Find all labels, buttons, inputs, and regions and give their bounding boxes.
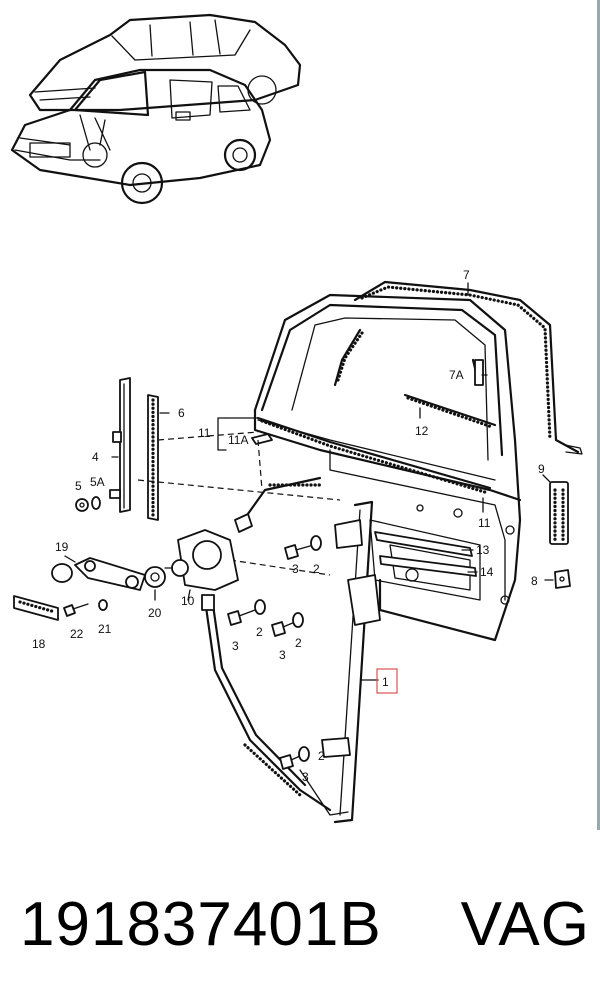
callout-18: 18 bbox=[32, 637, 46, 651]
callout-11-top: 11 bbox=[198, 426, 211, 440]
washer-5A bbox=[91, 496, 101, 510]
callout-22: 22 bbox=[70, 627, 84, 641]
bolt-3-d bbox=[279, 746, 310, 770]
callout-7A: 7A bbox=[449, 368, 464, 382]
callout-3-c: 3 bbox=[279, 648, 286, 662]
callout-11-right: 11 bbox=[478, 516, 491, 530]
footer: 191837401B VAG bbox=[20, 880, 590, 970]
callout-2-b: 2 bbox=[256, 625, 263, 639]
crank-handle-19 bbox=[51, 557, 146, 591]
part-number: 191837401B bbox=[20, 890, 382, 959]
callout-12: 12 bbox=[415, 424, 429, 438]
callout-13: 13 bbox=[476, 543, 490, 557]
part-11A bbox=[251, 433, 273, 445]
callout-2-c: 2 bbox=[295, 636, 302, 650]
bolt-3-a bbox=[284, 535, 322, 560]
callout-10: 10 bbox=[181, 594, 195, 608]
callout-5: 5 bbox=[75, 479, 82, 493]
trim-strip-18 bbox=[13, 595, 59, 621]
door-seal-7 bbox=[353, 280, 583, 455]
screw-22 bbox=[63, 603, 89, 617]
callout-8: 8 bbox=[531, 574, 538, 588]
trim-strip-14 bbox=[379, 555, 477, 577]
callout-5A: 5A bbox=[90, 475, 105, 489]
washer-21 bbox=[98, 599, 108, 611]
nut-5 bbox=[75, 498, 89, 512]
callout-2-d: 2 bbox=[318, 749, 325, 763]
seal-11 bbox=[256, 416, 492, 495]
callout-11A: 11A bbox=[228, 433, 248, 447]
callout-7: 7 bbox=[463, 268, 470, 282]
callout-4: 4 bbox=[92, 450, 99, 464]
right-edge-border bbox=[597, 0, 600, 830]
callout-1: 1 bbox=[382, 675, 389, 689]
callout-2-a: 2 bbox=[313, 562, 320, 576]
callout-19: 19 bbox=[55, 540, 69, 554]
brand-label: VAG bbox=[460, 890, 590, 959]
callout-1-highlight bbox=[376, 668, 398, 694]
callout-3-a: 3 bbox=[292, 562, 299, 576]
callout-3-d: 3 bbox=[302, 770, 309, 784]
window-regulator-1 bbox=[203, 476, 381, 824]
car-illustration-sedan bbox=[28, 13, 302, 112]
callout-6: 6 bbox=[178, 406, 185, 420]
trim-strip-13 bbox=[374, 531, 473, 557]
callout-14: 14 bbox=[480, 565, 494, 579]
callout-20: 20 bbox=[148, 606, 162, 620]
part-7A bbox=[474, 359, 484, 386]
window-channel-4 bbox=[109, 377, 131, 513]
car-illustration-hatchback bbox=[10, 68, 272, 205]
callout-21: 21 bbox=[98, 622, 112, 636]
door-shell bbox=[253, 293, 522, 642]
callout-9: 9 bbox=[538, 462, 545, 476]
bolt-3-b bbox=[227, 599, 266, 626]
escutcheon-20 bbox=[144, 566, 166, 588]
window-channel-6 bbox=[147, 394, 159, 521]
part-8 bbox=[554, 569, 571, 589]
callout-3-b: 3 bbox=[232, 639, 239, 653]
bolt-3-c bbox=[271, 612, 304, 637]
window-motor-10 bbox=[164, 529, 239, 611]
seal-12 bbox=[403, 393, 497, 429]
part-9 bbox=[549, 481, 569, 545]
